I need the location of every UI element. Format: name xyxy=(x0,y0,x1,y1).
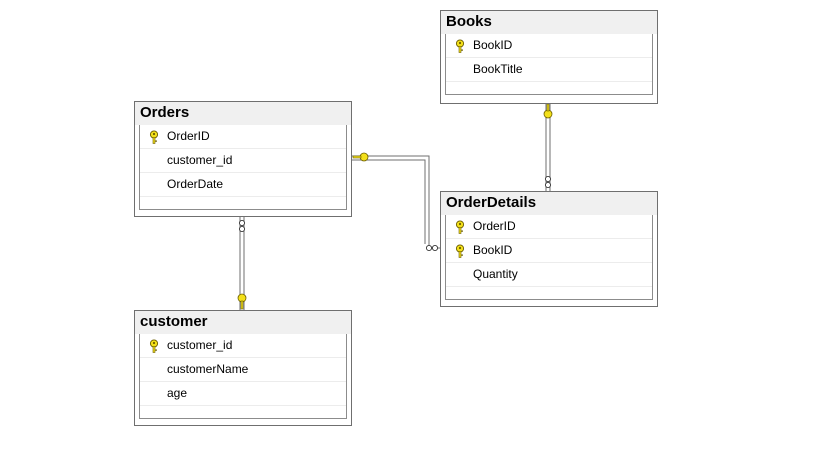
table-title[interactable]: Orders xyxy=(135,102,351,125)
table-title[interactable]: Books xyxy=(441,11,657,34)
column-name: OrderID xyxy=(473,219,516,233)
empty-row xyxy=(140,406,346,418)
table-title[interactable]: customer xyxy=(135,311,351,334)
primary-key-icon xyxy=(455,244,465,258)
column-name: customer_id xyxy=(167,153,233,167)
column-row-orderid[interactable]: OrderID xyxy=(446,215,652,239)
primary-key-icon xyxy=(455,220,465,234)
column-row-bookid[interactable]: BookID xyxy=(446,239,652,263)
column-row-quantity[interactable]: Quantity xyxy=(446,263,652,287)
many-end-infinity-icon xyxy=(238,219,246,233)
one-end-key-icon xyxy=(352,152,369,162)
table-title[interactable]: OrderDetails xyxy=(441,192,657,215)
column-row-customer-id[interactable]: customer_id xyxy=(140,334,346,358)
column-list: OrderID BookID Quantity xyxy=(445,215,653,300)
relationship-orders-orderdetails[interactable] xyxy=(352,152,441,252)
table-books[interactable]: Books BookID BookTitle xyxy=(440,10,658,104)
table-customer[interactable]: customer customer_id customerName age xyxy=(134,310,352,426)
one-end-key-icon xyxy=(543,103,553,119)
column-name: OrderID xyxy=(167,129,210,143)
column-name: Quantity xyxy=(473,267,518,281)
primary-key-icon xyxy=(149,130,159,144)
column-name: BookID xyxy=(473,38,513,52)
primary-key-icon xyxy=(455,39,465,53)
column-list: OrderID customer_id OrderDate xyxy=(139,125,347,210)
column-row-customername[interactable]: customerName xyxy=(140,358,346,382)
column-row-orderid[interactable]: OrderID xyxy=(140,125,346,149)
empty-row xyxy=(140,197,346,209)
column-row-orderdate[interactable]: OrderDate xyxy=(140,173,346,197)
column-row-customer-id[interactable]: customer_id xyxy=(140,149,346,173)
primary-key-icon xyxy=(149,339,159,353)
column-list: customer_id customerName age xyxy=(139,334,347,419)
many-end-infinity-icon xyxy=(544,175,552,189)
table-orders[interactable]: Orders OrderID customer_id OrderDate xyxy=(134,101,352,217)
column-list: BookID BookTitle xyxy=(445,34,653,95)
column-row-booktitle[interactable]: BookTitle xyxy=(446,58,652,82)
column-row-age[interactable]: age xyxy=(140,382,346,406)
column-name: customer_id xyxy=(167,338,233,352)
column-name: customerName xyxy=(167,362,249,376)
column-name: BookTitle xyxy=(473,62,523,76)
column-name: age xyxy=(167,386,188,400)
one-end-key-icon xyxy=(237,293,247,310)
column-row-bookid[interactable]: BookID xyxy=(446,34,652,58)
column-name: BookID xyxy=(473,243,513,257)
table-orderdetails[interactable]: OrderDetails OrderID BookID xyxy=(440,191,658,307)
relationship-customer-orders[interactable] xyxy=(237,216,247,310)
many-end-infinity-icon xyxy=(425,244,439,252)
column-name: OrderDate xyxy=(167,177,224,191)
relationship-books-orderdetails[interactable] xyxy=(543,103,553,192)
empty-row xyxy=(446,82,652,94)
empty-row xyxy=(446,287,652,299)
